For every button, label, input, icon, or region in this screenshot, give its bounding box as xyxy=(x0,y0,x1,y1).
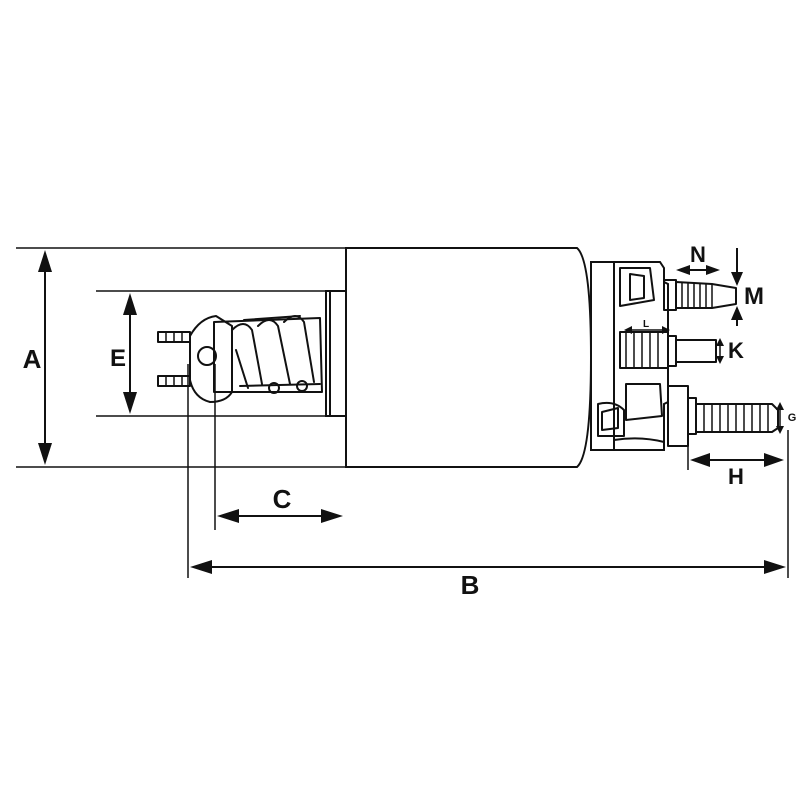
dimension-k: K xyxy=(716,338,744,364)
dimension-a: A xyxy=(23,250,52,465)
label-l: L xyxy=(643,319,649,330)
label-e: E xyxy=(110,345,126,372)
dimension-c: C xyxy=(217,484,343,523)
middle-terminal xyxy=(667,335,717,367)
label-b: B xyxy=(461,570,480,600)
return-spring xyxy=(231,315,321,394)
label-g: G xyxy=(788,412,797,424)
plunger-assembly xyxy=(157,315,323,403)
dimension-m: M xyxy=(731,248,764,326)
label-n: N xyxy=(690,242,706,267)
solenoid-body xyxy=(345,247,593,468)
main-terminal-stud xyxy=(667,385,779,447)
dimension-n: N xyxy=(676,242,720,275)
rear-cap xyxy=(590,261,669,451)
dimension-e: E xyxy=(110,293,137,414)
dimension-h: H xyxy=(690,453,784,489)
plunger-sleeve xyxy=(325,290,347,417)
label-k: K xyxy=(728,338,744,363)
dimension-l: L xyxy=(624,319,670,334)
dimension-b: B xyxy=(190,560,786,600)
label-a: A xyxy=(23,344,42,374)
dimension-g: G xyxy=(776,402,796,434)
label-c: C xyxy=(273,484,292,514)
small-terminal xyxy=(663,279,737,311)
plunger-pin-hole xyxy=(197,346,217,366)
label-m: M xyxy=(744,283,764,310)
label-h: H xyxy=(728,464,744,489)
